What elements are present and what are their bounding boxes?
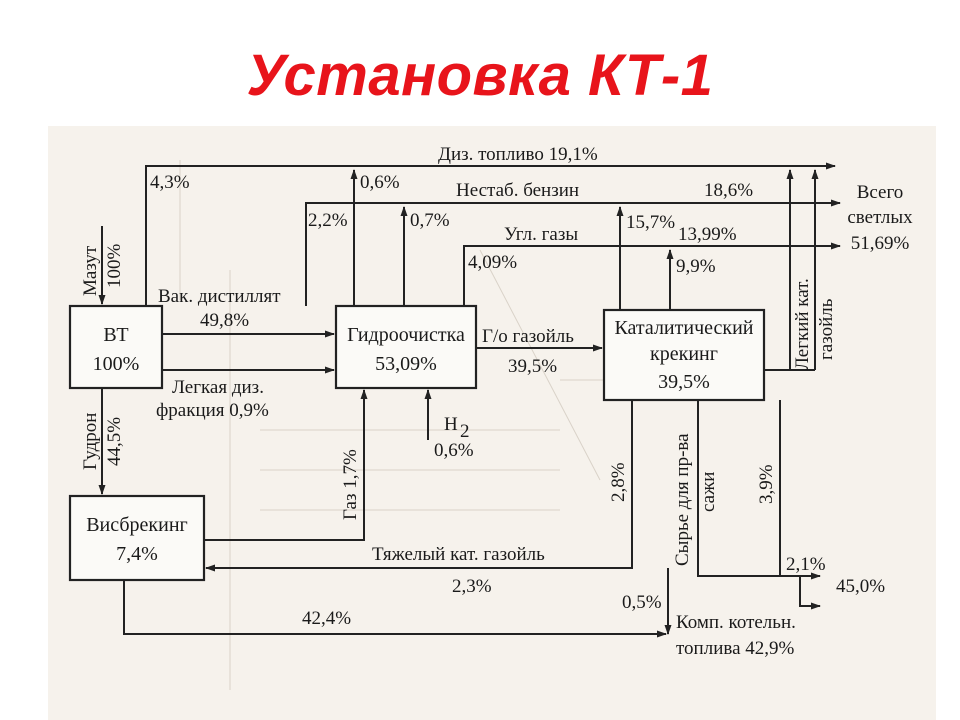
light-diesel-label-1: Легкая диз. bbox=[172, 377, 264, 398]
flow-lines bbox=[98, 162, 841, 638]
label-0-5: 0,5% bbox=[622, 592, 662, 613]
vac-distillate-label: Вак. дистиллят bbox=[158, 286, 281, 307]
label-13-99: 13,99% bbox=[678, 224, 737, 245]
vt-name: ВТ bbox=[103, 324, 128, 346]
label-2-2: 2,2% bbox=[308, 210, 348, 231]
light-total-2: светлых bbox=[847, 207, 913, 228]
label-2-8: 2,8% bbox=[608, 462, 629, 502]
unstab-gasoline-label: Нестаб. бензин bbox=[456, 180, 579, 201]
light-cat-gasoil-2: газойль bbox=[816, 298, 837, 360]
heavy-cat-gasoil-label: Тяжелый кат. газойль bbox=[372, 544, 545, 565]
label-0-6-top: 0,6% bbox=[360, 172, 400, 193]
cat-name-1: Каталитический bbox=[614, 317, 753, 339]
label-3-9: 3,9% bbox=[756, 464, 777, 504]
soot-feed-label-2: сажи bbox=[698, 472, 719, 512]
light-cat-gasoil-1: Легкий кат. bbox=[792, 278, 813, 370]
hc-gases-label: Угл. газы bbox=[504, 224, 578, 245]
cat-value: 39,5% bbox=[658, 371, 710, 393]
gudron-percent: 44,5% bbox=[104, 417, 125, 466]
label-4-3: 4,3% bbox=[150, 172, 190, 193]
label-9-9: 9,9% bbox=[676, 256, 716, 277]
soot-feed-label-1: Сырье для пр-ва bbox=[672, 433, 693, 566]
label-2-1: 2,1% bbox=[786, 554, 826, 575]
label-2-3: 2,3% bbox=[452, 576, 492, 597]
label-49-8: 49,8% bbox=[200, 310, 249, 331]
visbreaking-box bbox=[68, 494, 206, 582]
gas-1-7-label: Газ 1,7% bbox=[340, 449, 361, 520]
label-42-4: 42,4% bbox=[302, 608, 351, 629]
light-total-1: Всего bbox=[857, 182, 904, 203]
visb-value: 7,4% bbox=[116, 543, 158, 565]
label-45-0: 45,0% bbox=[836, 576, 885, 597]
hydro-value: 53,09% bbox=[375, 353, 437, 375]
label-0-7: 0,7% bbox=[410, 210, 450, 231]
label-39-5: 39,5% bbox=[508, 356, 557, 377]
hydro-name: Гидроочистка bbox=[347, 324, 465, 346]
light-total-value: 51,69% bbox=[851, 233, 910, 254]
cat-name-2: крекинг bbox=[650, 343, 718, 365]
go-gasoil-label: Г/о газойль bbox=[482, 326, 574, 347]
label-4-09: 4,09% bbox=[468, 252, 517, 273]
vt-value: 100% bbox=[93, 353, 140, 375]
h2-label: H bbox=[444, 414, 458, 435]
visb-name: Висбрекинг bbox=[86, 514, 188, 536]
cat-cracking-box bbox=[602, 308, 766, 402]
vt-box bbox=[68, 304, 164, 390]
boiler-name-1: Комп. котельн. bbox=[676, 612, 796, 633]
label-18-6: 18,6% bbox=[704, 180, 753, 201]
h2-subscript: 2 bbox=[460, 421, 470, 442]
boiler-name-2: топлива 42,9% bbox=[676, 638, 795, 659]
light-diesel-label-2: фракция 0,9% bbox=[156, 400, 269, 421]
mazut-percent: 100% bbox=[104, 244, 125, 289]
hydro-box bbox=[334, 304, 478, 390]
slide-title: Установка КТ-1 bbox=[246, 43, 714, 108]
mazut-label: Мазут bbox=[80, 245, 101, 296]
label-15-7: 15,7% bbox=[626, 212, 675, 233]
scan-background bbox=[48, 126, 936, 720]
diesel-label: Диз. топливо 19,1% bbox=[438, 144, 598, 165]
gudron-label: Гудрон bbox=[80, 413, 101, 470]
label-0-6-h2: 0,6% bbox=[434, 440, 474, 461]
